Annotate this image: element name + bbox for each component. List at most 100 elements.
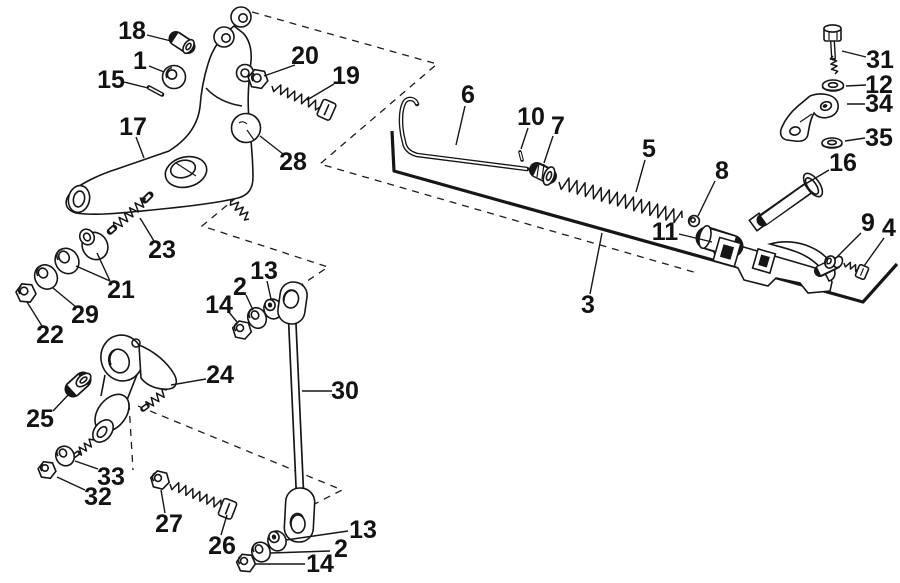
part-nut-14-bottom <box>235 553 257 573</box>
leader-line-13-bottom <box>285 530 349 541</box>
leader-line-13-top <box>266 280 272 300</box>
callout-2-top: 2 <box>233 273 247 301</box>
part-washer-33 <box>54 445 76 467</box>
leader-line-9 <box>836 232 862 258</box>
part-disc-28 <box>230 112 262 144</box>
leader-line-19 <box>306 83 335 101</box>
dashed-plane-upper <box>251 11 698 274</box>
part-spring-5 <box>558 177 683 224</box>
callout-10: 10 <box>517 103 545 131</box>
callout-32: 32 <box>84 483 112 511</box>
part-screw-26 <box>169 481 238 520</box>
leader-line-12 <box>845 84 867 87</box>
leader-line-15 <box>123 81 149 89</box>
leader-line-2-bottom <box>270 550 331 554</box>
callout-1: 1 <box>133 47 147 75</box>
callout-30: 30 <box>331 377 359 405</box>
callout-4: 4 <box>882 214 896 242</box>
part-bushing-21a <box>78 228 109 261</box>
part-washer-2-bottom <box>251 541 271 563</box>
leader-line-27 <box>160 489 166 514</box>
part-nut-20 <box>247 68 269 90</box>
callout-15: 15 <box>97 66 125 94</box>
part-grommet-21b <box>54 247 80 275</box>
callout-31: 31 <box>866 46 894 74</box>
part-nut-32 <box>37 460 57 480</box>
part-rod-6 <box>398 96 530 172</box>
part-nut-27 <box>149 470 171 490</box>
callout-14-bottom: 14 <box>306 550 334 578</box>
callout-14-top: 14 <box>205 291 233 319</box>
callout-23: 23 <box>148 236 176 264</box>
leader-line-24 <box>170 378 207 386</box>
leader-line-18 <box>146 34 172 42</box>
leader-line-20 <box>263 64 296 77</box>
callout-13-top: 13 <box>250 257 278 285</box>
part-bracket-34 <box>779 93 839 143</box>
callout-7: 7 <box>551 112 565 140</box>
part-bushing-13-bottom <box>267 530 287 552</box>
part-washer-9 <box>824 255 836 269</box>
leader-line-3 <box>589 232 603 295</box>
callout-21: 21 <box>107 276 135 304</box>
part-pin-15 <box>146 85 165 97</box>
callout-13-bottom: 13 <box>349 516 377 544</box>
part-washer-12 <box>821 79 845 92</box>
leader-line-11 <box>678 233 713 243</box>
leader-line-21-1 <box>75 265 111 282</box>
callout-9: 9 <box>861 209 875 237</box>
callout-28: 28 <box>279 148 307 176</box>
leader-line-23 <box>139 217 155 242</box>
part-spacer-25 <box>64 371 92 398</box>
leader-line-6 <box>455 105 466 146</box>
leader-line-16 <box>796 169 830 190</box>
leader-line-29 <box>52 287 77 308</box>
part-washer-35 <box>821 137 843 149</box>
leader-line-26 <box>220 514 228 536</box>
leader-line-1 <box>148 65 165 73</box>
part-bracket-24 <box>71 334 178 459</box>
leader-line-2-top <box>245 294 254 311</box>
leader-line-8 <box>697 180 716 217</box>
part-stud-23 <box>106 191 154 235</box>
leader-line-35 <box>844 137 866 142</box>
callout-11: 11 <box>652 218 679 246</box>
callout-24: 24 <box>206 361 234 389</box>
callout-25: 25 <box>26 405 54 433</box>
callout-35: 35 <box>865 124 893 152</box>
callout-26: 26 <box>208 532 236 560</box>
callout-22: 22 <box>36 321 64 349</box>
part-detent-body-11 <box>695 224 844 294</box>
leader-line-25 <box>52 392 71 412</box>
part-bracket-17 <box>65 6 255 221</box>
part-nut-22 <box>15 283 37 303</box>
part-washer-29 <box>33 264 59 290</box>
part-screw-4 <box>843 261 870 281</box>
callout-18: 18 <box>118 17 146 45</box>
leader-line-31 <box>841 50 867 58</box>
leader-line-10 <box>520 127 529 150</box>
leader-line-33 <box>74 460 99 470</box>
callout-16: 16 <box>829 149 857 177</box>
callout-2-bottom: 2 <box>334 535 348 563</box>
part-washer-1 <box>161 64 187 90</box>
callout-5: 5 <box>642 135 656 163</box>
part-nut-14-top <box>231 320 253 340</box>
callout-29: 29 <box>71 301 99 329</box>
leader-line-17 <box>135 136 145 159</box>
leader-line-22 <box>26 301 43 327</box>
part-plunger-16 <box>748 172 824 232</box>
dashed-plane-lower-left <box>128 402 134 471</box>
part-bushing-7 <box>529 162 557 186</box>
callout-19: 19 <box>332 62 360 90</box>
part-rod-3 <box>390 130 899 304</box>
part-screw-19 <box>271 84 337 121</box>
leader-line-7 <box>543 135 554 164</box>
callout-3: 3 <box>581 291 595 319</box>
callout-27: 27 <box>155 510 183 538</box>
part-ring-8 <box>687 214 701 228</box>
leader-line-4 <box>863 237 885 267</box>
callout-33: 33 <box>97 463 125 491</box>
